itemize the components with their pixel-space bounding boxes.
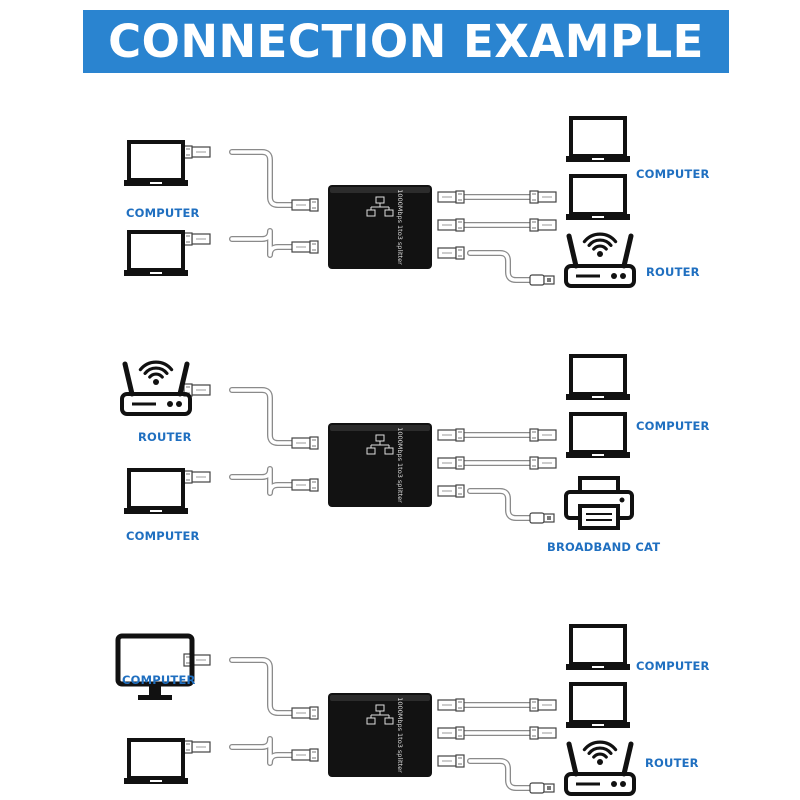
- cable-right-3-1: [467, 250, 533, 283]
- usb-plug-icon: [529, 274, 555, 286]
- router-icon: [120, 360, 192, 416]
- ethernet-plug-icon: [437, 246, 465, 260]
- ethernet-plug-icon: [437, 754, 465, 768]
- laptop-icon: [566, 174, 630, 220]
- device-label: 1000Mbps 1to3 splitter: [396, 189, 404, 265]
- network-icon: [366, 704, 394, 725]
- label-ex1-left-computer: COMPUTER: [126, 206, 200, 220]
- laptop-icon: [124, 468, 188, 514]
- cable-left-bottom-1: [229, 228, 303, 258]
- device-label: 1000Mbps 1to3 splitter: [396, 427, 404, 503]
- cable-left-bottom-3: [229, 736, 303, 766]
- ethernet-splitter-icon: 1000Mbps 1to3 splitter: [328, 423, 432, 507]
- ethernet-plug-icon: [183, 145, 211, 159]
- label-ex2-left-computer: COMPUTER: [126, 529, 200, 543]
- router-icon: [564, 740, 636, 796]
- ethernet-plug-icon: [291, 748, 319, 762]
- laptop-icon: [566, 682, 630, 728]
- laptop-icon: [124, 140, 188, 186]
- network-icon: [366, 196, 394, 217]
- laptop-icon: [124, 738, 188, 784]
- device-label: 1000Mbps 1to3 splitter: [396, 697, 404, 773]
- network-icon: [366, 434, 394, 455]
- label-ex2-router: ROUTER: [138, 430, 192, 444]
- laptop-icon: [566, 116, 630, 162]
- ethernet-plug-icon: [437, 726, 465, 740]
- ethernet-splitter-icon: 1000Mbps 1to3 splitter: [328, 185, 432, 269]
- label-ex3-router: ROUTER: [645, 756, 699, 770]
- printer-icon: [564, 476, 634, 530]
- laptop-icon: [566, 624, 630, 670]
- cable-left-top-3: [229, 657, 303, 716]
- ethernet-plug-icon: [437, 456, 465, 470]
- ethernet-plug-icon: [291, 240, 319, 254]
- ethernet-plug-icon: [291, 436, 319, 450]
- ethernet-plug-icon: [437, 218, 465, 232]
- ethernet-plug-icon: [183, 653, 211, 667]
- label-ex1-router: ROUTER: [646, 265, 700, 279]
- monitor-icon: [115, 633, 195, 700]
- ethernet-plug-icon: [529, 726, 557, 740]
- label-ex2-broadband-cat: BROADBAND CAT: [547, 540, 661, 554]
- cable-left-top-2: [229, 387, 303, 446]
- page-title: CONNECTION EXAMPLE: [108, 15, 704, 68]
- label-ex2-right-computer: COMPUTER: [636, 419, 710, 433]
- usb-plug-icon: [529, 512, 555, 524]
- ethernet-plug-icon: [529, 698, 557, 712]
- ethernet-plug-icon: [529, 428, 557, 442]
- cable-left-top-1: [229, 149, 303, 208]
- ethernet-plug-icon: [437, 428, 465, 442]
- ethernet-splitter-icon: 1000Mbps 1to3 splitter: [328, 693, 432, 777]
- ethernet-plug-icon: [529, 456, 557, 470]
- laptop-icon: [124, 230, 188, 276]
- label-ex1-right-computer: COMPUTER: [636, 167, 710, 181]
- ethernet-plug-icon: [291, 198, 319, 212]
- label-ex3-right-computer: COMPUTER: [636, 659, 710, 673]
- ethernet-plug-icon: [183, 740, 211, 754]
- ethernet-plug-icon: [291, 706, 319, 720]
- cable-right-3-2: [467, 488, 533, 521]
- ethernet-plug-icon: [291, 478, 319, 492]
- laptop-icon: [566, 412, 630, 458]
- ethernet-plug-icon: [529, 218, 557, 232]
- ethernet-plug-icon: [183, 470, 211, 484]
- ethernet-plug-icon: [437, 190, 465, 204]
- usb-plug-icon: [529, 782, 555, 794]
- title-banner: CONNECTION EXAMPLE: [83, 10, 729, 73]
- cable-right-3-3: [467, 758, 533, 791]
- router-icon: [564, 232, 636, 288]
- cable-left-bottom-2: [229, 466, 303, 496]
- ethernet-plug-icon: [437, 698, 465, 712]
- label-ex3-left-computer: COMPUTER: [122, 673, 196, 687]
- ethernet-plug-icon: [183, 232, 211, 246]
- ethernet-plug-icon: [529, 190, 557, 204]
- laptop-icon: [566, 354, 630, 400]
- ethernet-plug-icon: [437, 484, 465, 498]
